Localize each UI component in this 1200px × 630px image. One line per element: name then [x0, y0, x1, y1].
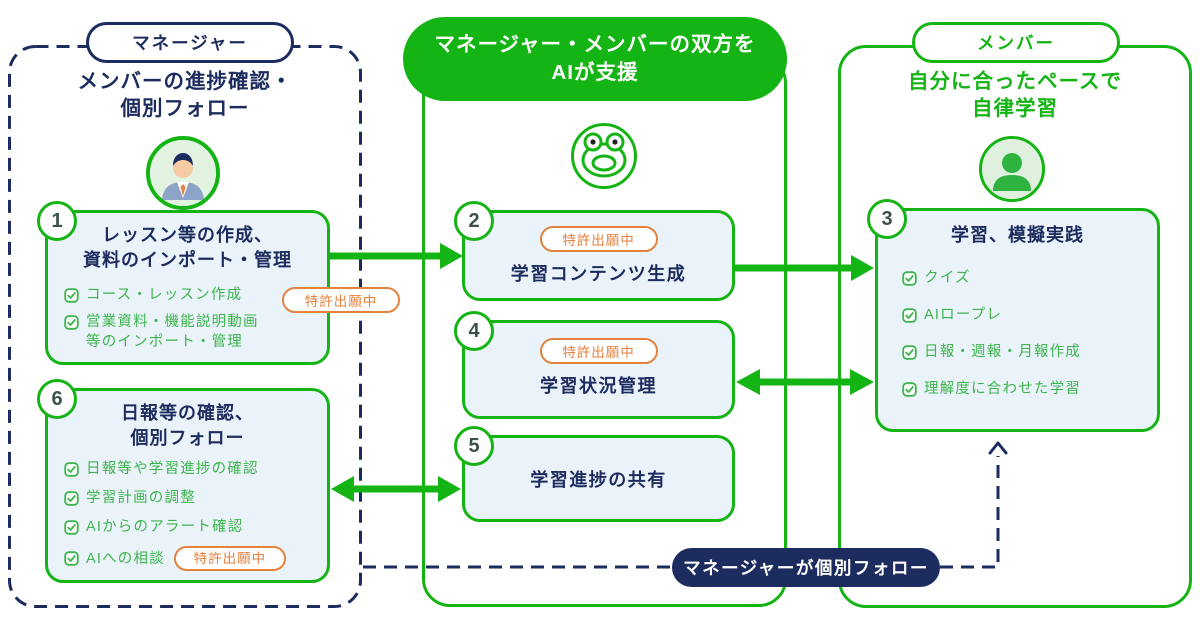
person-silhouette-icon	[982, 139, 1042, 199]
box1-title: レッスン等の作成、 資料のインポート・管理	[48, 223, 327, 273]
member-heading-line2: 自律学習	[972, 97, 1058, 120]
checklist-item-label: AIからのアラート確認	[86, 519, 244, 535]
box2-title: 学習コンテンツ生成	[510, 264, 687, 284]
frog-icon	[581, 132, 627, 178]
checklist-item-label: クイズ	[924, 270, 971, 286]
checklist-item-label: 日報・週報・月報作成	[924, 344, 1081, 360]
step-badge-2: 2	[454, 201, 494, 241]
checklist-item-label: 営業資料・機能説明動画	[86, 314, 259, 330]
checklist-item-label: AIへの相談	[86, 550, 165, 567]
checkbox-icon	[902, 342, 917, 360]
ai-support-banner: マネージャー・メンバーの双方を AIが支援	[403, 17, 787, 101]
member-heading: 自分に合ったペースで 自律学習	[845, 68, 1185, 122]
patent-pending-badge: 特許出願中	[282, 287, 400, 313]
checklist-item-label: コース・レッスン作成	[86, 287, 243, 303]
member-heading-line1: 自分に合ったペースで	[908, 70, 1122, 93]
box-learning-status-management: 特許出願中 学習状況管理	[462, 320, 735, 419]
manager-heading: メンバーの進捗確認・ 個別フォロー	[15, 68, 355, 122]
arrow-box6-box5-bidirectional	[331, 476, 461, 502]
manager-avatar	[146, 136, 220, 210]
ai-frog-avatar	[571, 123, 637, 189]
checklist-item: 日報等や学習進捗の確認	[64, 459, 327, 479]
box-report-check-follow: 日報等の確認、 個別フォロー 日報等や学習進捗の確認 学習計画の調整 AIからの…	[45, 388, 330, 583]
member-avatar	[979, 136, 1045, 202]
box-learning-practice: 学習、模擬実践 クイズ AIロープレ 日報・週報・月報作成 理解度に合わせた学習	[875, 208, 1160, 432]
checklist-item: クイズ	[902, 268, 1157, 288]
box6-title-line1: 日報等の確認、	[121, 403, 254, 423]
checklist-item-label: 日報等や学習進捗の確認	[86, 461, 259, 477]
checkbox-icon	[902, 268, 917, 286]
step-badge-6: 6	[37, 379, 77, 419]
checklist-item: コース・レッスン作成	[64, 285, 327, 305]
checklist-item: 日報・週報・月報作成	[902, 342, 1157, 362]
checkbox-icon	[64, 459, 79, 477]
step-badge-4: 4	[454, 311, 494, 351]
box4-title: 学習状況管理	[540, 376, 657, 396]
box5-title: 学習進捗の共有	[530, 469, 667, 490]
manager-heading-line1: メンバーの進捗確認・	[77, 70, 293, 93]
box-lesson-creation: レッスン等の作成、 資料のインポート・管理 コース・レッスン作成 営業資料・機能…	[45, 210, 330, 365]
box1-checklist: コース・レッスン作成 営業資料・機能説明動画等のインポート・管理	[64, 285, 327, 352]
box1-title-line2: 資料のインポート・管理	[83, 250, 292, 270]
patent-pending-badge: 特許出願中	[539, 226, 658, 252]
checklist-item-label-line2: 等のインポート・管理	[86, 334, 243, 350]
box-learning-content-generation: 特許出願中 学習コンテンツ生成	[462, 210, 735, 301]
patent-pending-badge: 特許出願中	[173, 546, 286, 571]
checkbox-icon	[902, 305, 917, 323]
checklist-item: AIへの相談 特許出願中	[64, 546, 327, 571]
checkbox-icon	[64, 551, 79, 566]
up-arrowhead-icon	[988, 441, 1008, 455]
arrow-box2-to-box3	[735, 255, 874, 281]
box-progress-sharing: 学習進捗の共有	[462, 435, 735, 522]
box3-checklist: クイズ AIロープレ 日報・週報・月報作成 理解度に合わせた学習	[902, 268, 1157, 399]
banner-line2: AIが支援	[551, 61, 639, 84]
checklist-item: AIからのアラート確認	[64, 517, 327, 537]
checklist-item-label: 学習計画の調整	[86, 490, 196, 506]
checklist-item-label: AIロープレ	[924, 307, 1003, 323]
box6-checklist: 日報等や学習進捗の確認 学習計画の調整 AIからのアラート確認 AIへの相談 特…	[64, 459, 327, 571]
arrow-box1-to-box2	[330, 243, 463, 269]
box6-title-line2: 個別フォロー	[130, 428, 245, 448]
checkbox-icon	[64, 517, 79, 535]
checklist-item-label: 理解度に合わせた学習	[924, 381, 1081, 397]
box3-title: 学習、模擬実践	[951, 225, 1084, 245]
businessman-icon	[150, 140, 216, 206]
manager-follow-dashed-path	[363, 441, 1008, 569]
step-badge-1: 1	[37, 201, 77, 241]
banner-line1: マネージャー・メンバーの双方を	[434, 33, 756, 56]
manager-heading-line2: 個別フォロー	[120, 97, 250, 120]
checklist-item: 営業資料・機能説明動画等のインポート・管理	[64, 312, 327, 352]
checkbox-icon	[64, 285, 79, 303]
checkbox-icon	[64, 488, 79, 506]
checkbox-icon	[902, 379, 917, 397]
box6-title: 日報等の確認、 個別フォロー	[48, 401, 327, 451]
checklist-item: 理解度に合わせた学習	[902, 379, 1157, 399]
member-role-pill: メンバー	[912, 22, 1120, 63]
arrow-box4-box3-bidirectional	[736, 369, 874, 395]
step-badge-5: 5	[454, 426, 494, 466]
manager-role-pill: マネージャー	[86, 22, 294, 63]
checklist-item: AIロープレ	[902, 305, 1157, 325]
checkbox-icon	[64, 312, 79, 330]
patent-pending-badge: 特許出願中	[539, 338, 658, 364]
box1-title-line1: レッスン等の作成、	[102, 225, 273, 245]
manager-follow-pill: マネージャーが個別フォロー	[672, 548, 940, 587]
step-badge-3: 3	[867, 199, 907, 239]
checklist-item: 学習計画の調整	[64, 488, 327, 508]
